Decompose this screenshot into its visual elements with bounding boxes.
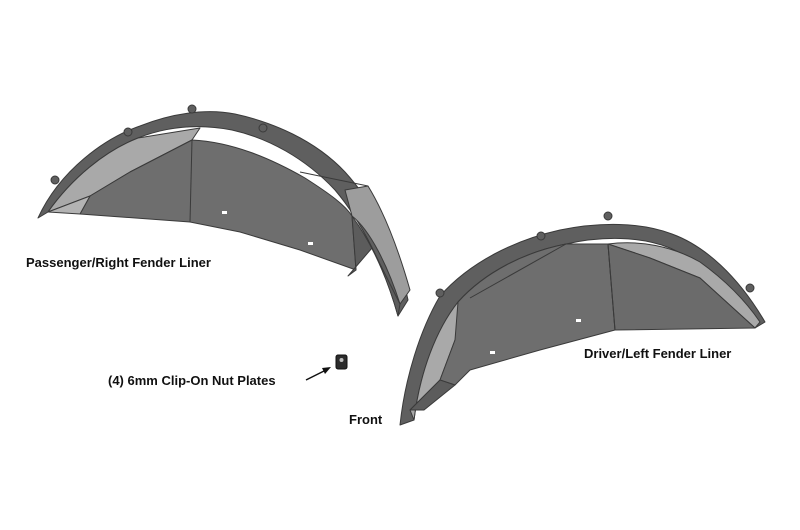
passenger-liner-seam [189,139,193,223]
passenger-liner-flange [37,111,409,317]
passenger-liner-tab [123,127,133,137]
driver-liner-seam [607,243,616,331]
driver-liner-slot [576,319,581,322]
driver-liner-inner-face [439,243,616,386]
passenger-fender-liner [37,104,411,317]
passenger-liner-rear-strip [344,185,411,305]
driver-liner-slot [490,351,495,354]
passenger-liner-tab [187,104,197,114]
passenger-liner-tab [50,175,60,185]
passenger-liner-seam-rear [299,171,369,187]
nut-plates-label: (4) 6mm Clip-On Nut Plates [108,373,276,388]
passenger-liner-tab [258,123,268,133]
driver-fender-liner [399,211,766,426]
passenger-liner-rear-fill [347,215,401,317]
passenger-liner-wedge [47,195,91,215]
passenger-liner-slot [222,211,227,214]
driver-liner-rear-panel [607,242,761,329]
driver-liner-label: Driver/Left Fender Liner [584,346,732,361]
passenger-liner-label: Passenger/Right Fender Liner [26,255,211,270]
driver-liner-tab [603,211,613,221]
driver-liner-tab [435,288,445,298]
driver-liner-tab [745,283,755,293]
passenger-liner-slot [308,242,313,245]
clip-on-nut-plate [335,354,348,370]
driver-liner-lower-fill [409,379,456,411]
nut-plate-arrow [305,367,331,381]
driver-liner-tab [536,231,546,241]
front-label: Front [349,412,383,427]
driver-liner-seam-front [469,243,567,299]
